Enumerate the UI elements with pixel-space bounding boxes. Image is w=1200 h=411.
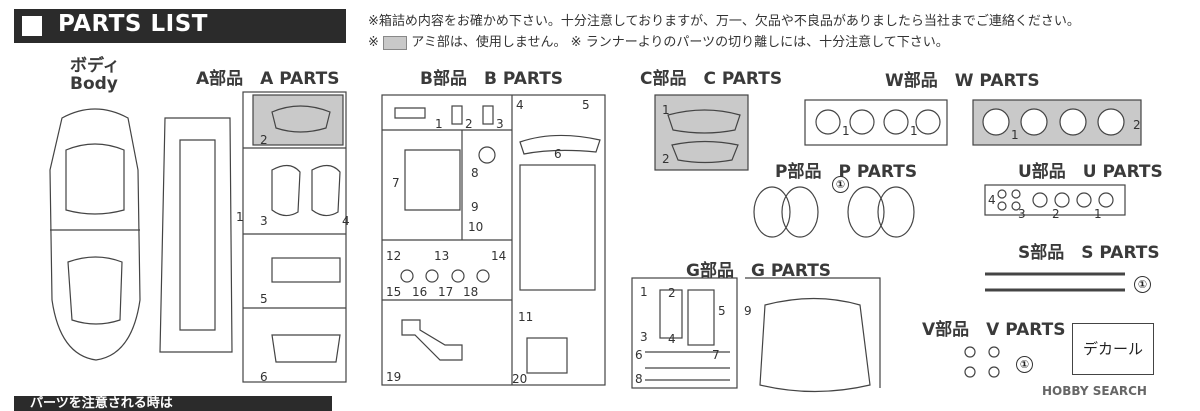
b-number-8: 8 [471, 166, 479, 180]
b-number-20: 20 [512, 372, 528, 386]
w-number-1b: 1 [910, 124, 918, 138]
b-number-10: 10 [468, 220, 484, 234]
v-parts-label: V部品 V PARTS [922, 320, 1066, 340]
g-number-4: 4 [668, 332, 676, 346]
g-parts-label: G部品 G PARTS [686, 261, 832, 281]
body-car-drawing [49, 108, 141, 361]
b-number-2: 2 [465, 117, 473, 131]
g-number-9: 9 [744, 304, 752, 318]
a-number-3: 3 [260, 214, 268, 228]
g-number-2: 2 [668, 286, 676, 300]
g-number-7: 7 [712, 348, 720, 362]
p-parts-quantity-marker: ① [832, 176, 849, 193]
b-number-12: 12 [386, 249, 402, 263]
b-number-16: 16 [412, 285, 428, 299]
s-parts-label: S部品 S PARTS [1018, 243, 1160, 263]
u-number-3: 3 [1018, 207, 1026, 221]
s-parts-rods [985, 272, 1125, 292]
body-label-en: Body [70, 74, 118, 94]
s-parts-quantity-marker: ① [1134, 276, 1151, 293]
w-parts-label: W部品 W PARTS [885, 71, 1040, 91]
c-number-1: 1 [662, 103, 670, 117]
a-number-6: 6 [260, 370, 268, 384]
g-number-1: 1 [640, 285, 648, 299]
a-number-2: 2 [260, 133, 268, 147]
g-parts-runner [631, 277, 881, 393]
section-header-square-icon [22, 16, 42, 36]
note-line-2-text: アミ部は、使用しません。 ※ ランナーよりのパーツの切り離しには、十分注意して下… [411, 35, 949, 50]
u-number-1: 1 [1094, 207, 1102, 221]
p-parts-tires [753, 186, 915, 238]
note-line-2: ※ アミ部は、使用しません。 ※ ランナーよりのパーツの切り離しには、十分注意し… [368, 31, 949, 50]
b-number-17: 17 [438, 285, 454, 299]
footer-text: パーツを注意される時は [30, 396, 173, 411]
b-number-1: 1 [435, 117, 443, 131]
p-parts-label: P部品 P PARTS [775, 162, 918, 182]
b-number-11: 11 [518, 310, 534, 324]
a-number-1: 1 [236, 210, 244, 224]
a-parts-label: A部品 A PARTS [196, 69, 340, 89]
v-parts-washers [964, 346, 1000, 378]
w-parts-runner [804, 99, 1142, 146]
b-number-13: 13 [434, 249, 450, 263]
b-number-19: 19 [386, 370, 402, 384]
b-number-4: 4 [516, 98, 524, 112]
b-number-6: 6 [554, 147, 562, 161]
c-parts-label: C部品 C PARTS [640, 69, 783, 89]
w-number-1a: 1 [842, 124, 850, 138]
g-number-5: 5 [718, 304, 726, 318]
note-line-1: ※箱詰め内容をお確かめ下さい。十分注意しておりますが、万一、欠品や不良品がありま… [368, 14, 1080, 29]
g-number-6: 6 [635, 348, 643, 362]
b-number-18: 18 [463, 285, 479, 299]
b-parts-runner [381, 94, 606, 386]
section-header-bar [14, 9, 346, 43]
note-line-2-mark: ※ [368, 35, 379, 50]
watermark: HOBBY SEARCH [1042, 384, 1147, 398]
c-parts-runner [654, 94, 749, 171]
a-number-4: 4 [342, 214, 350, 228]
decal-box: デカール [1072, 323, 1154, 375]
a-parts-runner [159, 91, 347, 383]
b-number-7: 7 [392, 176, 400, 190]
g-number-8: 8 [635, 372, 643, 386]
body-label-jp: ボディ [70, 56, 120, 76]
gray-swatch [383, 35, 408, 50]
c-number-2: 2 [662, 152, 670, 166]
g-number-3: 3 [640, 330, 648, 344]
section-title: PARTS LIST [58, 11, 208, 37]
b-parts-label: B部品 B PARTS [420, 69, 564, 89]
b-number-3: 3 [496, 117, 504, 131]
b-number-14: 14 [491, 249, 507, 263]
footer-bar [14, 396, 332, 411]
b-number-15: 15 [386, 285, 402, 299]
u-number-2: 2 [1052, 207, 1060, 221]
u-parts-runner [984, 184, 1126, 216]
v-parts-quantity-marker: ① [1016, 356, 1033, 373]
u-number-4: 4 [988, 193, 996, 207]
u-parts-label: U部品 U PARTS [1018, 162, 1163, 182]
a-number-5: 5 [260, 292, 268, 306]
b-number-5: 5 [582, 98, 590, 112]
w-number-1c: 1 [1011, 128, 1019, 142]
b-number-9: 9 [471, 200, 479, 214]
w-number-2: 2 [1133, 118, 1141, 132]
